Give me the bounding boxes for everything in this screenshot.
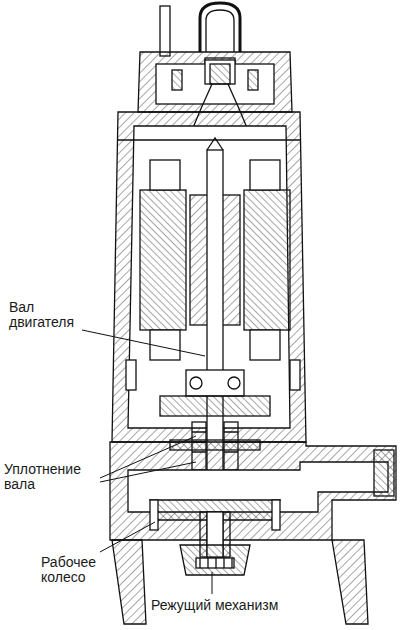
part-label: Уплотнение вала <box>3 462 100 492</box>
part-label: Рабочее колесо <box>40 555 112 585</box>
part-label: Режущий механизм <box>150 598 279 613</box>
part-label: Вал двигателя <box>8 300 82 330</box>
